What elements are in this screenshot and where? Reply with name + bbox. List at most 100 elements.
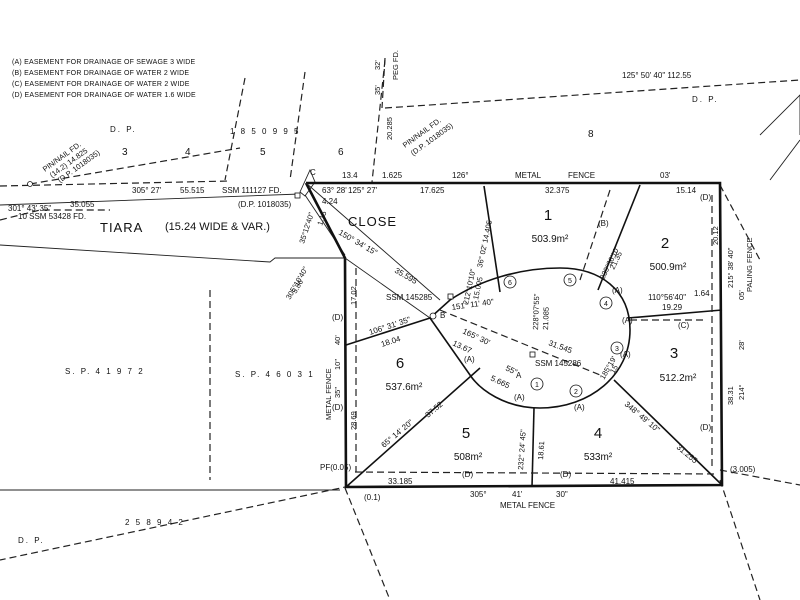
pin-label: 5 xyxy=(568,278,572,285)
svg-text:17.625: 17.625 xyxy=(420,186,445,195)
svg-text:SSM 145285: SSM 145285 xyxy=(386,293,433,302)
street-width: (15.24 WIDE & VAR.) xyxy=(165,221,270,233)
svg-text:19.29: 19.29 xyxy=(662,303,683,312)
boundary-line xyxy=(0,485,351,561)
svg-text:17.02: 17.02 xyxy=(349,286,358,305)
easement-tags: (B) (C) (A) (A) (A) (A) (A) (A) (D) (D) … xyxy=(332,193,711,479)
svg-text:232° 24' 45": 232° 24' 45" xyxy=(516,429,528,470)
svg-text:(D.P. 1018035): (D.P. 1018035) xyxy=(238,200,292,209)
boundary-line xyxy=(289,71,306,181)
pin-label: 6 xyxy=(508,280,512,287)
svg-text:(3.005): (3.005) xyxy=(730,465,756,474)
fence-labels: METAL FENCE METAL FENCE METAL FENCE PALI… xyxy=(324,171,754,510)
survey-mark-labels: SSM 111127 FD. (D.P. 1018035) 10 SSM 534… xyxy=(18,168,582,380)
svg-text:(D): (D) xyxy=(332,403,343,412)
survey-mark-icon xyxy=(294,192,301,199)
pin-markers: 1 2 3 4 5 6 xyxy=(503,273,624,398)
svg-text:05': 05' xyxy=(737,290,746,300)
pin-label: 3 xyxy=(615,346,619,353)
svg-text:18.04: 18.04 xyxy=(380,334,402,349)
svg-text:41': 41' xyxy=(512,490,523,499)
lot-lines xyxy=(305,182,723,488)
svg-text:13.4: 13.4 xyxy=(342,171,358,180)
svg-text:28.69: 28.69 xyxy=(349,411,358,430)
svg-text:METAL FENCE: METAL FENCE xyxy=(324,368,333,420)
boundary-line xyxy=(371,59,386,183)
svg-text:35": 35" xyxy=(333,387,342,398)
boundary-line xyxy=(719,469,800,486)
lot-area: 537.6m² xyxy=(386,382,423,393)
svg-text:214°: 214° xyxy=(737,384,746,400)
svg-text:35°12'40": 35°12'40" xyxy=(297,211,316,245)
street-name: TIARA (15.24 WIDE & VAR.) CLOSE xyxy=(100,214,397,235)
lot-number: 1 xyxy=(544,207,552,224)
svg-text:(A): (A) xyxy=(464,355,475,364)
boundary-line xyxy=(381,57,386,109)
svg-text:348° 49' 10": 348° 49' 10" xyxy=(623,400,662,435)
boundary-line xyxy=(344,487,391,600)
pin-label: 1 xyxy=(535,382,539,389)
survey-mark-icon xyxy=(27,181,33,187)
svg-text:15.14: 15.14 xyxy=(676,186,697,195)
svg-text:1.625: 1.625 xyxy=(382,171,403,180)
svg-text:28': 28' xyxy=(737,340,746,350)
legend-item-c: (C) EASEMENT FOR DRAINAGE OF WATER 2 WID… xyxy=(12,81,190,88)
svg-text:4.24: 4.24 xyxy=(322,197,338,206)
svg-text:35.055: 35.055 xyxy=(70,200,95,209)
svg-text:(0.1): (0.1) xyxy=(364,493,381,502)
svg-text:21.085: 21.085 xyxy=(541,307,551,330)
lot-number: 3 xyxy=(670,345,678,362)
lot-area: 533m² xyxy=(584,452,613,463)
easement-lines xyxy=(354,189,716,475)
svg-text:31.255: 31.255 xyxy=(675,443,700,466)
svg-text:(D): (D) xyxy=(462,470,473,479)
svg-text:10 SSM 53428 FD.: 10 SSM 53428 FD. xyxy=(18,212,86,221)
svg-text:1.15: 1.15 xyxy=(315,210,328,227)
boundary-line xyxy=(0,180,231,187)
svg-text:36° 02' 14.405: 36° 02' 14.405 xyxy=(475,219,494,268)
legend: (A) EASEMENT FOR DRAINAGE OF SEWAGE 3 WI… xyxy=(12,59,196,99)
svg-text:65° 14' 20": 65° 14' 20" xyxy=(380,418,416,450)
lot-number: 5 xyxy=(462,425,470,442)
svg-text:305°: 305° xyxy=(470,490,487,499)
street-name-tiara: TIARA xyxy=(100,220,143,235)
survey-marks xyxy=(27,181,536,358)
svg-text:(D): (D) xyxy=(700,423,711,432)
boundary-line xyxy=(0,209,110,221)
svg-text:(A): (A) xyxy=(620,350,631,359)
street-name-close: CLOSE xyxy=(348,214,397,229)
svg-text:38.31: 38.31 xyxy=(726,386,735,405)
svg-text:55.515: 55.515 xyxy=(180,186,205,195)
svg-text:1 8 5 0 9 9 5: 1 8 5 0 9 9 5 xyxy=(230,127,300,136)
svg-text:S. P. 4 6 0 3 1: S. P. 4 6 0 3 1 xyxy=(235,370,315,379)
pin-label: 2 xyxy=(574,389,578,396)
svg-text:C: C xyxy=(310,168,316,177)
svg-text:6: 6 xyxy=(338,147,344,158)
boundary-line xyxy=(224,77,246,181)
svg-text:125° 27': 125° 27' xyxy=(348,186,378,195)
svg-text:8: 8 xyxy=(588,129,594,140)
svg-text:(A): (A) xyxy=(574,403,585,412)
cul-de-sac xyxy=(429,267,631,409)
lot-labels: 1 503.9m² 2 500.9m² 3 512.2m² 4 533m² 5 … xyxy=(386,207,697,463)
svg-text:S. P. 4 1 9 7 2: S. P. 4 1 9 7 2 xyxy=(65,367,145,376)
subdivision-boundary xyxy=(304,181,724,489)
svg-text:PALING FENCE: PALING FENCE xyxy=(745,238,754,292)
svg-text:METAL: METAL xyxy=(515,171,542,180)
svg-text:5: 5 xyxy=(260,147,266,158)
svg-text:1.64: 1.64 xyxy=(694,289,710,298)
pin-label: 4 xyxy=(604,301,608,308)
boundary-line xyxy=(719,479,761,600)
svg-text:35': 35' xyxy=(373,85,382,95)
legend-item-a: (A) EASEMENT FOR DRAINAGE OF SEWAGE 3 WI… xyxy=(12,59,196,66)
svg-text:125° 50' 40" 112.55: 125° 50' 40" 112.55 xyxy=(622,71,692,80)
svg-text:15: 15 xyxy=(608,363,620,375)
svg-text:(D): (D) xyxy=(700,193,711,202)
svg-text:30": 30" xyxy=(556,490,568,499)
svg-text:B: B xyxy=(440,311,445,320)
svg-text:31.545: 31.545 xyxy=(547,338,574,355)
svg-text:32.375: 32.375 xyxy=(545,186,570,195)
svg-text:4: 4 xyxy=(185,147,191,158)
svg-text:FENCE: FENCE xyxy=(568,171,595,180)
svg-text:228°07'55": 228°07'55" xyxy=(531,293,541,330)
